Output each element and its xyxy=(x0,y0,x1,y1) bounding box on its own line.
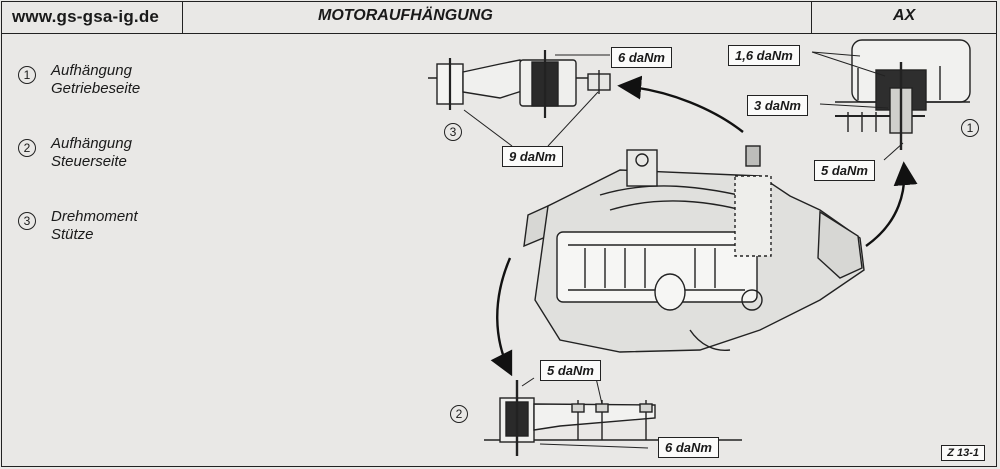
legend-item-2: 2 Aufhängung Steuerseite xyxy=(18,135,132,171)
legend-line1: Aufhängung xyxy=(51,135,132,152)
legend-line1: Aufhängung xyxy=(51,62,132,79)
legend-line2: Steuerseite xyxy=(51,153,127,170)
figure-reference: Z 13-1 xyxy=(941,445,985,461)
torque-label-5-bottom: 5 daNm xyxy=(540,360,601,381)
leader-lines xyxy=(463,51,904,449)
legend-line2: Stütze xyxy=(51,226,94,243)
callout-1: 1 xyxy=(961,119,979,137)
gearbox-mount-drawing xyxy=(835,39,971,150)
torque-label-6-top: 6 daNm xyxy=(611,47,672,68)
legend-number: 1 xyxy=(18,66,36,84)
callout-2: 2 xyxy=(450,405,468,423)
legend-line1: Drehmoment xyxy=(51,208,138,225)
legend-number: 2 xyxy=(18,139,36,157)
torque-label-5-right: 5 daNm xyxy=(814,160,875,181)
website-link[interactable]: www.gs-gsa-ig.de xyxy=(12,7,160,26)
legend-number: 3 xyxy=(18,212,36,230)
torque-label-3: 3 daNm xyxy=(747,95,808,116)
legend-item-1: 1 Aufhängung Getriebeseite xyxy=(18,62,140,98)
header-separator-right xyxy=(811,1,812,33)
model-code: AX xyxy=(893,7,916,24)
engine-block-drawing xyxy=(523,145,865,353)
direction-arrows xyxy=(490,75,918,377)
torque-label-6-bottom: 6 daNm xyxy=(658,437,719,458)
timing-side-mount-drawing xyxy=(484,380,742,456)
torque-label-9: 9 daNm xyxy=(502,146,563,167)
callout-3: 3 xyxy=(444,123,462,141)
torque-support-drawing xyxy=(428,50,611,118)
legend-item-3: 3 Drehmoment Stütze xyxy=(18,208,138,244)
header-separator-left xyxy=(182,1,183,33)
header-divider xyxy=(1,33,997,34)
legend-line2: Getriebeseite xyxy=(51,80,141,97)
page-title: MOTORAUFHÄNGUNG xyxy=(318,7,493,24)
torque-label-1-6: 1,6 daNm xyxy=(728,45,800,66)
